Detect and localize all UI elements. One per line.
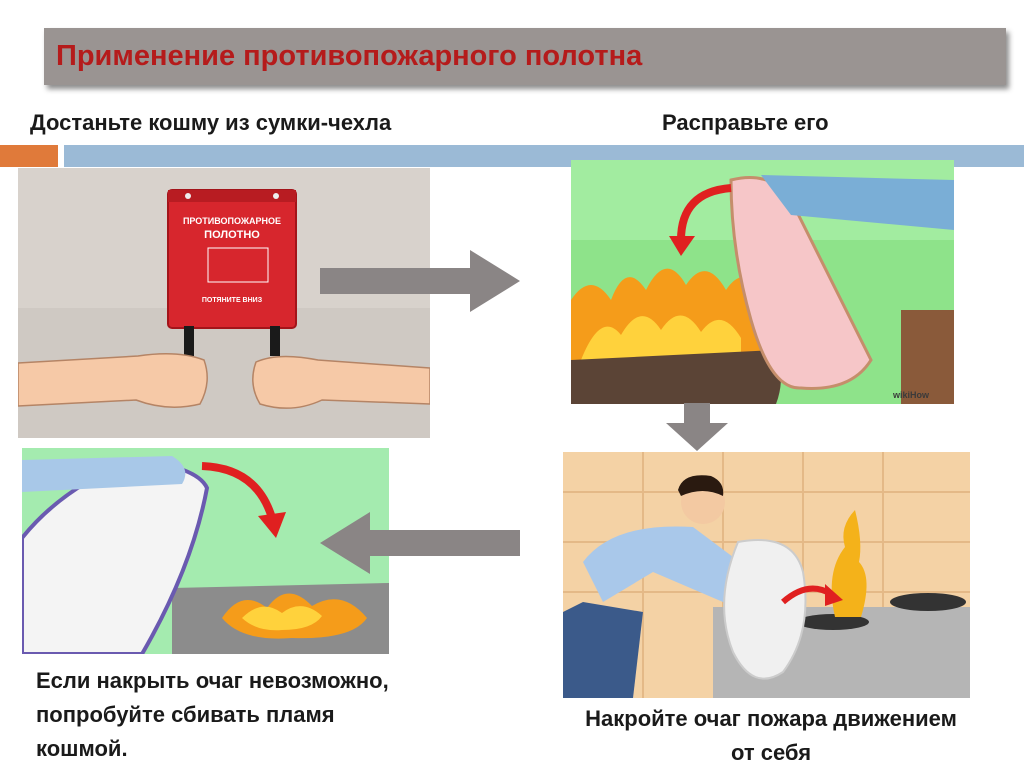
- arrow-right-icon: [320, 250, 520, 312]
- step1-caption: Достаньте кошму из сумки-чехла: [30, 110, 391, 136]
- accent-bar-orange: [0, 145, 58, 167]
- step4-caption-line1: Накройте очаг пожара движением: [526, 702, 1016, 736]
- step4-caption: Накройте очаг пожара движением от себя: [526, 702, 1016, 770]
- title-bar: Применение противопожарного полотна: [44, 28, 1006, 85]
- step3-caption-line1: Если накрыть очаг невозможно,: [36, 664, 506, 698]
- step3-caption-line3: кошмой.: [36, 732, 506, 766]
- watermark: wikiHow: [892, 390, 930, 400]
- slide-title: Применение противопожарного полотна: [56, 40, 642, 73]
- arrow-down-icon: [666, 403, 728, 451]
- step3-caption: Если накрыть очаг невозможно, попробуйте…: [36, 664, 506, 766]
- step4-caption-line2: от себя: [526, 736, 1016, 770]
- step2-illustration: wikiHow: [571, 160, 954, 404]
- step3-caption-line2: попробуйте сбивать пламя: [36, 698, 506, 732]
- step4-illustration: [563, 452, 970, 698]
- arrow-left-icon: [320, 512, 520, 574]
- bag-label-line2: ПОЛОТНО: [204, 229, 260, 241]
- bag-pull-label: ПОТЯНИТЕ ВНИЗ: [202, 297, 263, 304]
- bag-label-line1: ПРОТИВОПОЖАРНОЕ: [183, 216, 281, 226]
- step2-caption: Расправьте его: [662, 110, 829, 136]
